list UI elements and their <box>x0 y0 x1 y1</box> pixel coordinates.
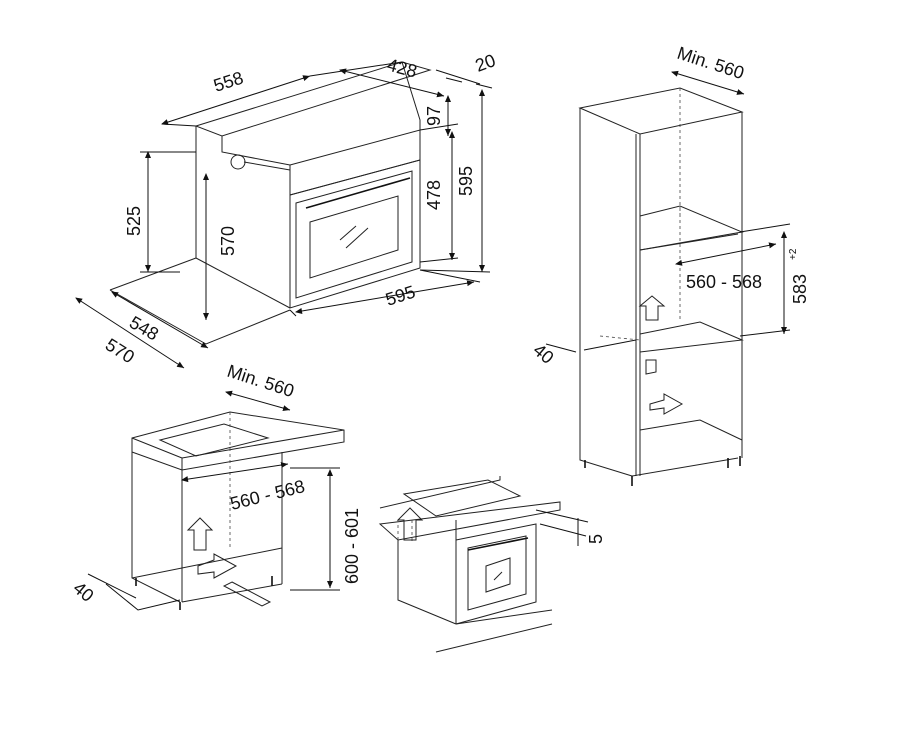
label-595-vertical: 595 <box>456 166 476 196</box>
label-570-vertical: 570 <box>218 226 238 256</box>
label-478: 478 <box>424 180 444 210</box>
label-40-counter: 40 <box>69 578 97 606</box>
label-583-tolerance: +2 <box>788 248 799 260</box>
label-min-560-cabinet: Min. 560 <box>675 43 747 83</box>
label-570-depth: 570 <box>102 334 138 367</box>
label-525: 525 <box>124 206 144 236</box>
label-20: 20 <box>473 50 499 76</box>
oven-dimension-lines <box>75 61 493 369</box>
oven-dimension-labels: 558 428 20 97 478 595 525 570 595 548 57… <box>102 50 498 367</box>
label-40-cabinet: 40 <box>529 340 557 368</box>
label-428: 428 <box>385 55 419 82</box>
label-560-568-counter: 560 - 568 <box>228 476 307 514</box>
label-548: 548 <box>126 312 162 344</box>
hob-oven-dimension-lines <box>535 509 589 546</box>
label-595-width: 595 <box>383 281 418 309</box>
hob-oven-labels: 5 <box>586 534 606 544</box>
tall-cabinet-labels: Min. 560 560 - 568 583 +2 40 <box>529 43 810 368</box>
under-counter-labels: Min. 560 560 - 568 600 - 601 40 <box>69 361 362 606</box>
oven-drawing <box>109 61 432 345</box>
label-560-568-cabinet: 560 - 568 <box>686 272 762 292</box>
label-600-601: 600 - 601 <box>342 508 362 584</box>
tall-cabinet-dimension-lines <box>545 70 791 353</box>
hob-oven-drawing <box>378 476 561 653</box>
label-97: 97 <box>424 106 444 126</box>
label-558: 558 <box>211 67 246 95</box>
label-5: 5 <box>586 534 606 544</box>
label-583: 583 <box>790 274 810 304</box>
under-counter-dimension-lines <box>87 390 340 611</box>
tall-cabinet-drawing <box>578 87 744 486</box>
